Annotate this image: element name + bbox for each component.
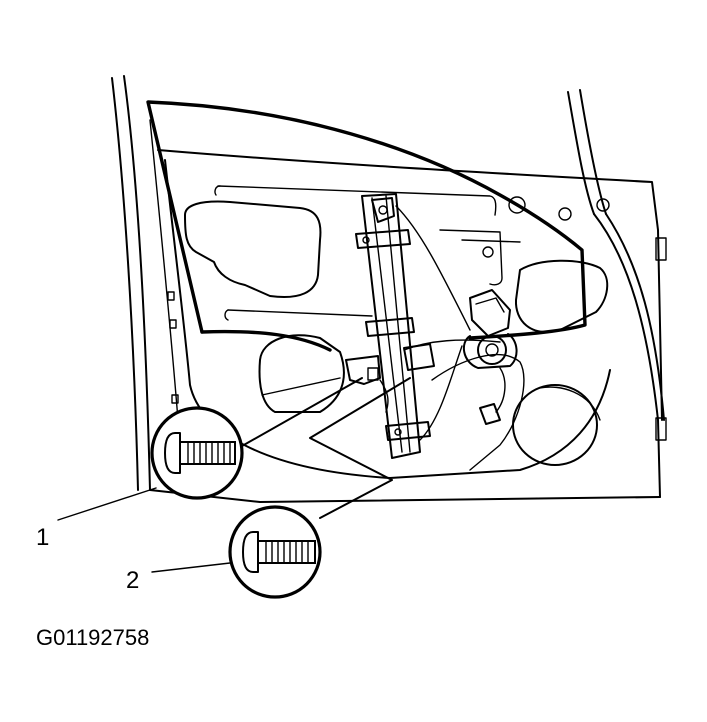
callout-2-leader (151, 562, 231, 573)
window-regulator-rail (345, 193, 501, 459)
bolt-callout-2 (228, 505, 322, 599)
bolt-leader-lines (234, 377, 411, 519)
access-openings (184, 185, 609, 471)
bolt-callout-1 (150, 406, 244, 500)
glass-run-channel (146, 100, 587, 340)
figure-code: G01192758 (36, 625, 149, 650)
callout-number-1: 1 (36, 524, 49, 551)
callout-1-leader (57, 487, 157, 521)
regulator-motor (462, 289, 518, 425)
callout-number-2: 2 (126, 567, 139, 594)
